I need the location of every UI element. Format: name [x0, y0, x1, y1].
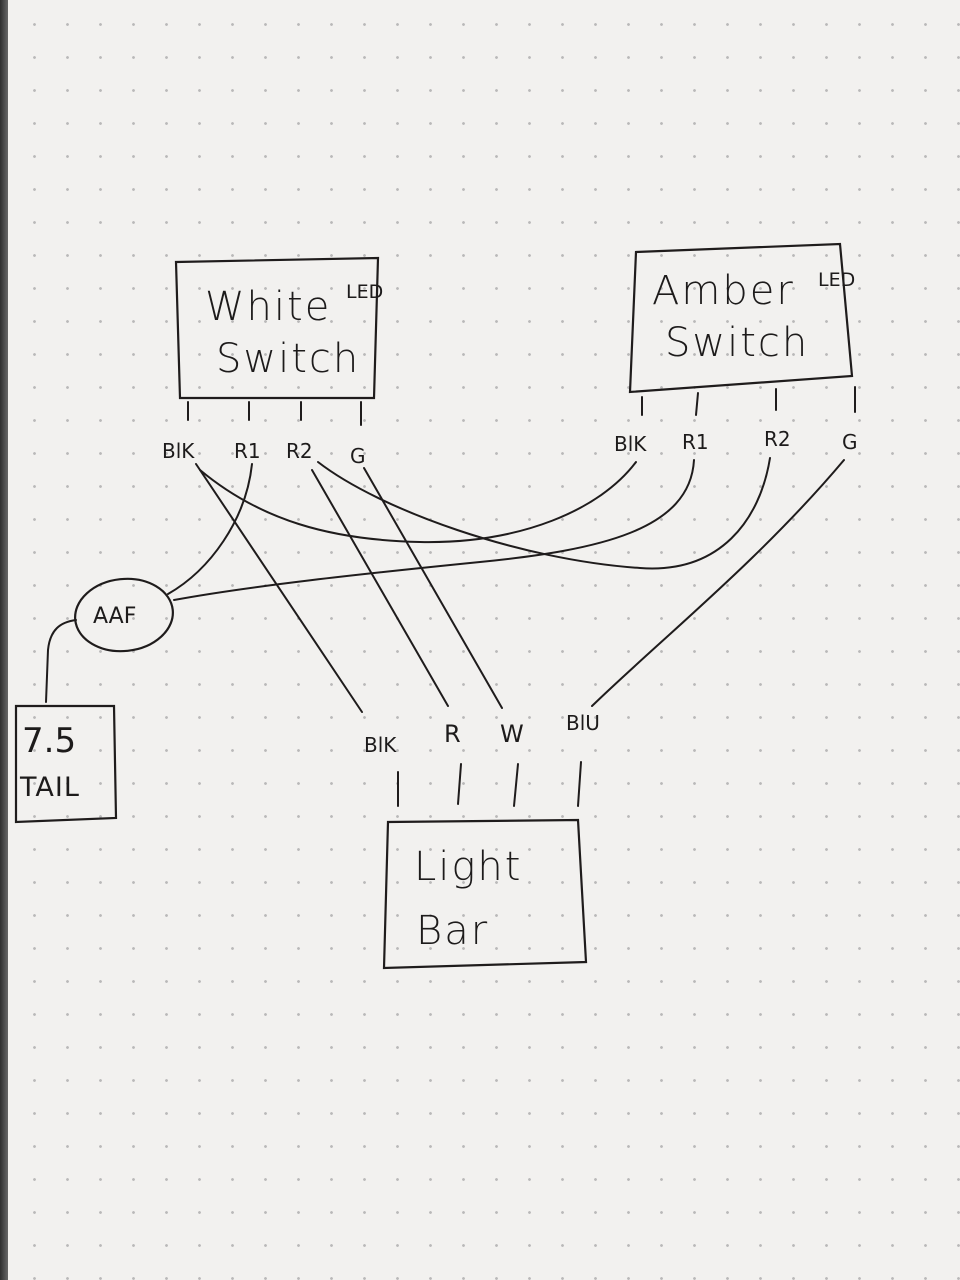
amber-switch-name-line1: Amber: [652, 268, 795, 314]
wire-amber-r1-to-aaf: [173, 459, 695, 601]
wire-white-r2-to-bar-r: [311, 469, 449, 707]
light-bar: Light Bar BlK R W BlU: [364, 711, 600, 970]
amber-switch-box: [628, 242, 854, 394]
wire-white-r2-to-amber-r2: [317, 457, 771, 570]
bar-pin-label-blk: BlK: [364, 733, 397, 757]
light-bar-box: [382, 818, 588, 970]
white-pin-label-r2: R2: [286, 439, 313, 463]
amber-switch-name-line2: Switch: [665, 320, 809, 366]
bar-pin-label-r: R: [444, 720, 461, 748]
white-pin-label-blk: BlK: [162, 439, 195, 463]
bar-pin-label-blu: BlU: [566, 711, 600, 735]
wire-aaf-to-tail: [45, 619, 77, 703]
white-switch-name-line2: Switch: [216, 336, 360, 382]
tail-box: [14, 704, 118, 824]
amber-pin-label-blk: BlK: [614, 432, 647, 456]
wire-white-r1-to-aaf: [167, 463, 253, 595]
amber-pin-label-r2: R2: [764, 427, 791, 451]
aaf-label: AAF: [93, 604, 136, 629]
amber-pin-label-g: G: [842, 430, 858, 454]
tail-line2: TAIL: [19, 772, 80, 803]
bar-pin-label-w: W: [500, 720, 524, 748]
bar-pin-stub-blu: [577, 761, 582, 807]
aaf-fuse: AAF: [74, 577, 174, 653]
tail-line1: 7.5: [22, 721, 76, 761]
dotted-paper: [8, 0, 960, 1280]
light-bar-name-line1: Light: [414, 844, 522, 890]
white-switch: White Switch LED BlK R1 R2 G: [162, 256, 383, 468]
white-switch-led-label: LED: [346, 281, 383, 303]
bar-pin-stub-r: [457, 763, 462, 805]
wire-amber-g-to-bar-blu: [591, 459, 845, 707]
wire-white-blk-to-amber-blk: [199, 461, 637, 544]
wire-white-g-to-bar-w: [363, 467, 503, 709]
tail-fuse: 7.5 TAIL: [14, 704, 118, 824]
white-switch-box: [174, 256, 380, 400]
light-bar-name-line2: Bar: [416, 908, 489, 954]
white-pin-label-r1: R1: [234, 439, 261, 463]
white-switch-name-line1: White: [205, 284, 331, 330]
amber-pin-stub-r1: [695, 392, 699, 416]
amber-switch: Amber Switch LED BlK R1 R2 G: [614, 242, 858, 456]
wires: [45, 457, 845, 713]
bar-pin-stub-w: [513, 763, 519, 807]
amber-switch-led-label: LED: [818, 269, 855, 291]
amber-pin-label-r1: R1: [682, 430, 709, 454]
wire-white-blk-to-bar-blk: [195, 463, 363, 713]
white-pin-label-g: G: [350, 444, 366, 468]
